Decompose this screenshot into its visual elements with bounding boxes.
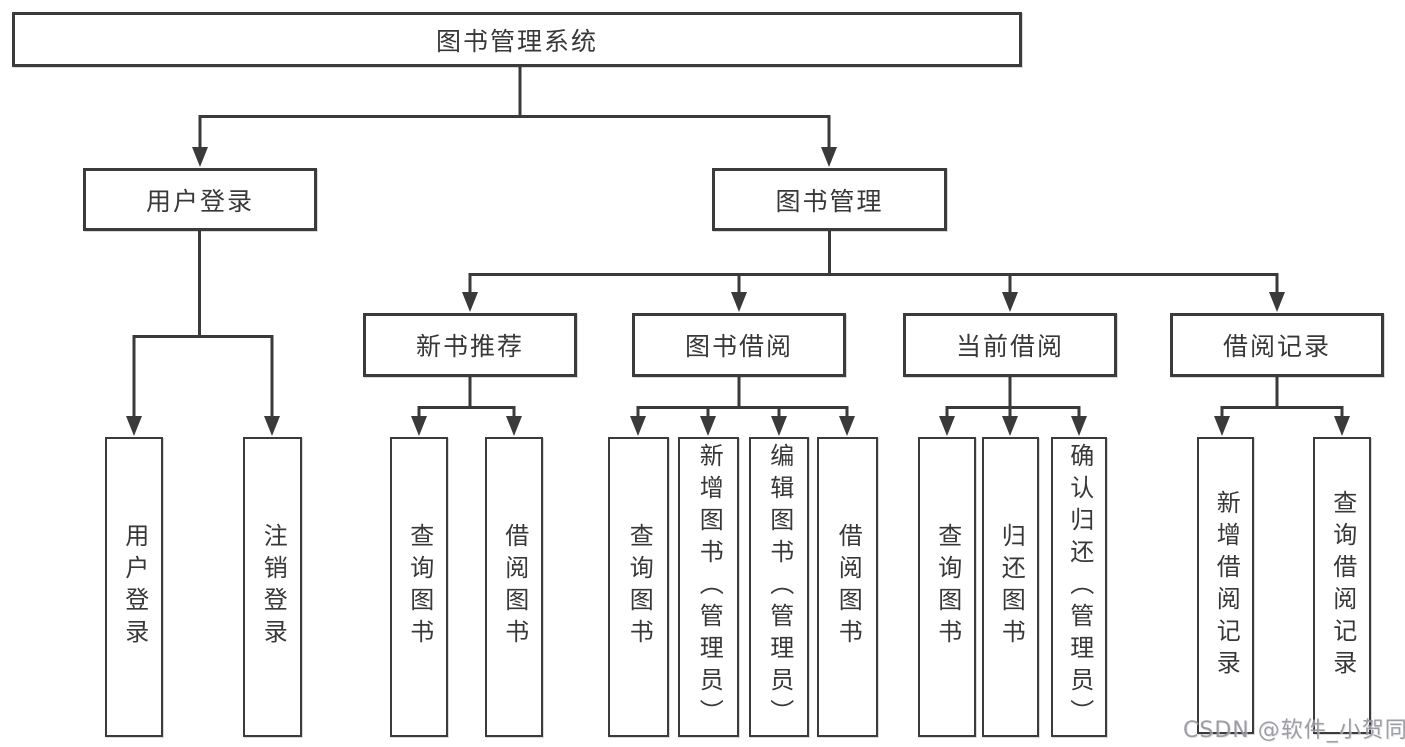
node-new-book-recommend: 新书推荐 — [363, 313, 577, 377]
node-book-management-branch: 图书管理 — [712, 168, 947, 231]
arrowheads — [126, 147, 1350, 436]
node-bb-query-book: 查询图书 — [608, 437, 669, 737]
node-logout-leaf: 注销登录 — [243, 437, 302, 737]
watermark: CSDN @软件_小贺同学 — [1183, 718, 1405, 743]
node-rec-borrow-book: 借阅图书 — [485, 437, 543, 737]
node-user-login-branch: 用户登录 — [83, 168, 317, 231]
node-current-borrow: 当前借阅 — [903, 313, 1117, 377]
node-cb-return-book: 归还图书 — [982, 437, 1039, 737]
node-book-borrow: 图书借阅 — [632, 313, 846, 377]
node-user-login-leaf: 用户登录 — [105, 437, 163, 737]
node-rec-query-book: 查询图书 — [390, 437, 448, 737]
node-br-add-record: 新增借阅记录 — [1197, 437, 1254, 734]
node-bb-edit-book: 编辑图书（管理员） — [749, 437, 809, 737]
node-cb-confirm-return: 确认归还（管理员） — [1051, 437, 1107, 737]
node-bb-borrow-book: 借阅图书 — [817, 437, 878, 737]
node-br-query-record: 查询借阅记录 — [1313, 437, 1371, 734]
node-cb-query-book: 查询图书 — [918, 437, 976, 737]
node-borrow-records: 借阅记录 — [1170, 313, 1384, 377]
node-bb-add-book: 新增图书（管理员） — [678, 437, 739, 737]
node-root: 图书管理系统 — [12, 12, 1022, 67]
